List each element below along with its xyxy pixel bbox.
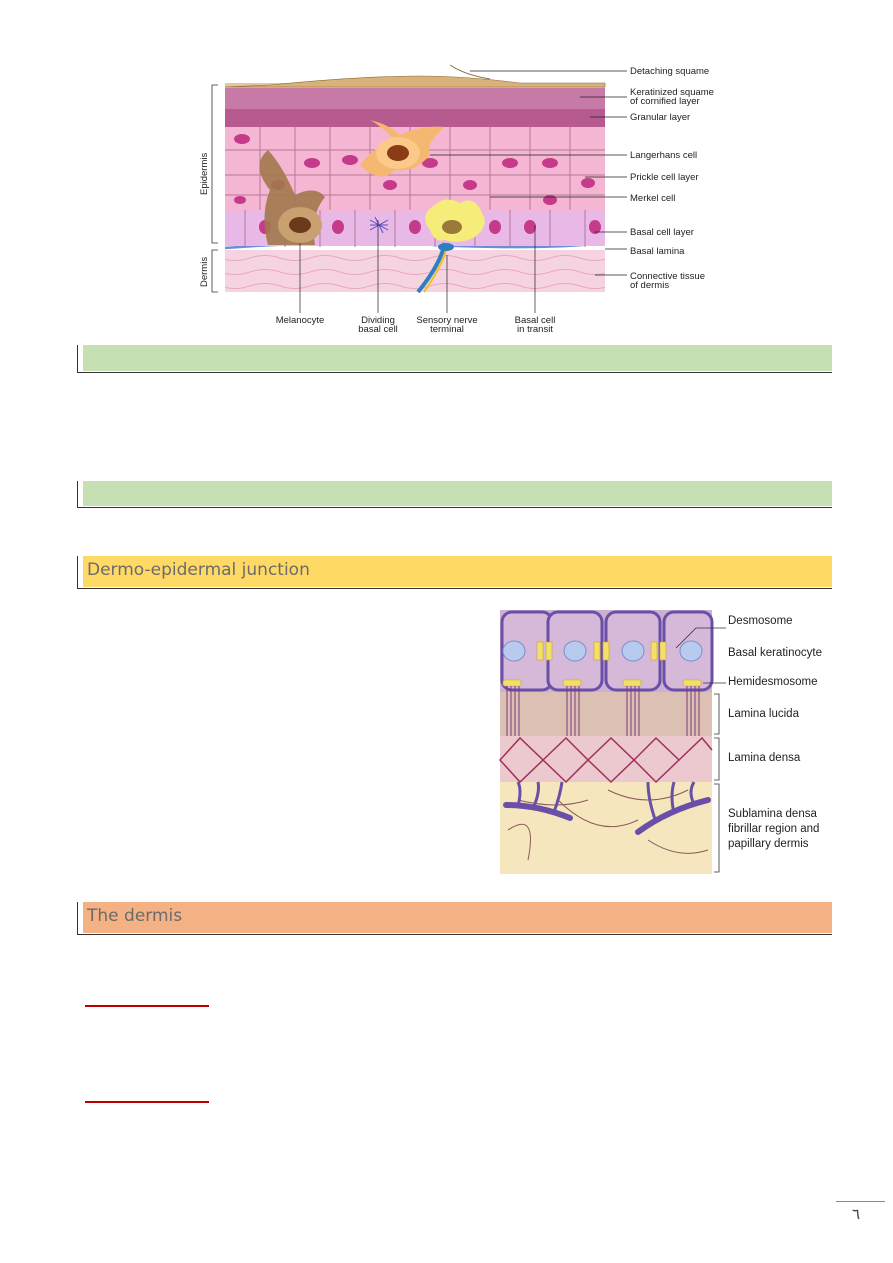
- red-underline-1: [85, 1005, 209, 1007]
- label-langerhans-cell: Langerhans cell: [630, 150, 697, 161]
- label-basal-keratinocyte: Basal keratinocyte: [728, 647, 822, 659]
- page-number-rule: [836, 1201, 885, 1202]
- page-number: ٦: [852, 1205, 861, 1223]
- dermis-heading: The dermis: [77, 902, 832, 935]
- heading-bar-2: [77, 481, 832, 508]
- label-basal-lamina: Basal lamina: [630, 246, 685, 257]
- label-lamina-lucida: Lamina lucida: [728, 708, 800, 720]
- junction-heading: Dermo-epidermal junction: [77, 556, 832, 589]
- label-connective-tissue: Connective tissue: [630, 271, 705, 282]
- label-terminal: terminal: [430, 324, 464, 335]
- skin-layers-figure: Epidermis Dermis Detaching squame Kerati…: [199, 64, 714, 335]
- label-dividing: Dividing: [361, 315, 395, 326]
- label-fibrillar-region: fibrillar region and: [728, 823, 819, 835]
- heading-bar-1: [77, 345, 832, 373]
- junction-figure: Desmosome Basal keratinocyte Hemidesmoso…: [498, 610, 822, 874]
- label-hemidesmosome: Hemidesmosome: [728, 676, 817, 688]
- label-sensory-nerve: Sensory nerve: [416, 315, 477, 326]
- label-papillary-dermis: papillary dermis: [728, 838, 809, 850]
- label-of-dermis: of dermis: [630, 280, 669, 291]
- label-in-transit: in transit: [517, 324, 553, 335]
- label-melanocyte: Melanocyte: [276, 315, 325, 326]
- label-basal-cell: basal cell: [358, 324, 398, 335]
- label-prickle-cell-layer: Prickle cell layer: [630, 172, 699, 183]
- label-detaching-squame: Detaching squame: [630, 66, 709, 77]
- epidermis-label: Epidermis: [199, 153, 210, 195]
- label-sublamina-densa: Sublamina densa: [728, 808, 817, 820]
- dermis-label: Dermis: [199, 257, 210, 287]
- label-merkel-cell: Merkel cell: [630, 193, 675, 204]
- label-cornified-layer: of cornified layer: [630, 96, 700, 107]
- label-basal-cell-transit: Basal cell: [515, 315, 556, 326]
- label-keratinized-squame: Keratinized squame: [630, 87, 714, 98]
- dermis-heading-text: The dermis: [87, 906, 183, 926]
- label-basal-cell-layer: Basal cell layer: [630, 227, 694, 238]
- junction-heading-text: Dermo-epidermal junction: [87, 560, 310, 580]
- red-underline-2: [85, 1101, 209, 1103]
- label-granular-layer: Granular layer: [630, 112, 690, 123]
- label-desmosome: Desmosome: [728, 615, 793, 627]
- label-lamina-densa: Lamina densa: [728, 752, 801, 764]
